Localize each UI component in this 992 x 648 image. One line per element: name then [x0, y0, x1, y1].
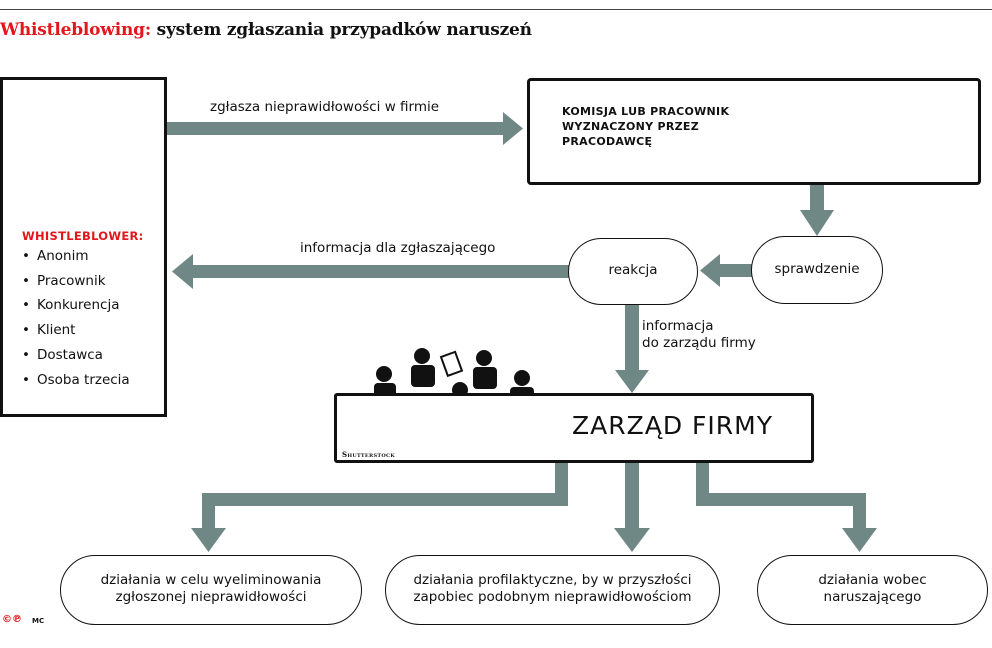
outcome-label-3: działania wobec naruszającego — [757, 572, 988, 606]
commission-line: PRACODAWCĘ — [562, 135, 653, 148]
outcome-node-3 — [757, 555, 988, 625]
whistleblower-item: Anonim — [22, 244, 130, 269]
outcome-node-2 — [385, 555, 720, 625]
commission-line: WYZNACZONY PRZEZ — [562, 120, 699, 133]
commission-line: KOMISJA LUB PRACOWNIK — [562, 105, 730, 118]
check-label: sprawdzenie — [774, 261, 860, 277]
edge-label-info-board: informacja do zarządu firmy — [642, 318, 756, 352]
arrow-outcome-1 — [191, 462, 568, 552]
whistleblower-item: Pracownik — [22, 269, 130, 294]
title-rest: system zgłaszania przypadków naruszeń — [150, 20, 532, 40]
arrow-outcome-3 — [696, 462, 877, 552]
outcome-node-1 — [60, 555, 362, 625]
arrow-outcome-2 — [614, 462, 650, 552]
whistleblower-heading: WHISTLEBLOWER: — [22, 229, 144, 243]
arrow-info-reporter — [172, 254, 569, 289]
top-rule — [0, 9, 992, 10]
outcome-line: działania w celu wyeliminowania — [100, 572, 322, 588]
edge-label-report: zgłasza nieprawidłowości w firmie — [210, 99, 440, 115]
outcome-line: zapobiec podobnym nieprawidłowościom — [413, 589, 692, 605]
author-initials: MC — [32, 617, 45, 625]
publisher-logo: ©℗ — [2, 614, 22, 625]
image-credit: Shutterstock — [342, 450, 395, 459]
arrow-info-board — [615, 305, 649, 393]
whistleblower-item: Konkurencja — [22, 293, 130, 318]
edge-label-line: do zarządu firmy — [642, 335, 756, 351]
edge-label-line: informacja — [642, 318, 714, 334]
title-accent: Whistleblowing: — [0, 20, 151, 40]
whistleblower-item: Klient — [22, 318, 130, 343]
whistleblower-list: Anonim Pracownik Konkurencja Klient Dost… — [22, 244, 130, 392]
commission-label: KOMISJA LUB PRACOWNIK WYZNACZONY PRZEZ P… — [562, 104, 729, 149]
outcome-label-2: działania profilaktyczne, by w przyszłoś… — [385, 572, 720, 606]
outcome-label-1: działania w celu wyeliminowania zgłoszon… — [60, 572, 362, 606]
arrow-to-check — [800, 184, 834, 236]
outcome-line: działania profilaktyczne, by w przyszłoś… — [413, 572, 692, 588]
page-title: Whistleblowing: system zgłaszania przypa… — [0, 20, 532, 40]
edge-label-info-reporter: informacja dla zgłaszającego — [300, 240, 496, 256]
whistleblower-item: Osoba trzecia — [22, 368, 130, 393]
board-box — [334, 393, 814, 463]
arrow-report — [165, 112, 523, 145]
commission-box — [527, 78, 981, 185]
reaction-label: reakcja — [608, 262, 658, 278]
outcome-line: działania wobec — [818, 572, 927, 588]
outcome-line: naruszającego — [823, 589, 922, 605]
whistleblower-item: Dostawca — [22, 343, 130, 368]
arrow-to-reaction — [700, 254, 752, 287]
check-node — [751, 236, 883, 304]
outcome-line: zgłoszonej nieprawidłowości — [115, 589, 307, 605]
board-label: ZARZĄD FIRMY — [572, 411, 773, 440]
reaction-node — [568, 238, 698, 305]
